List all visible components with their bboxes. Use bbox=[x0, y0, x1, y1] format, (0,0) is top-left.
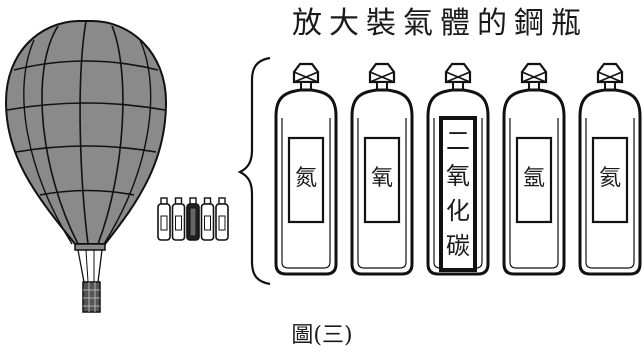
small-cylinder bbox=[171, 197, 186, 241]
gas-cylinder bbox=[502, 62, 566, 276]
gas-cylinder bbox=[274, 62, 338, 276]
cylinder-label-plate bbox=[439, 116, 477, 272]
small-cylinder bbox=[186, 197, 200, 241]
gas-label: 氦 bbox=[598, 166, 621, 191]
gas-label: 氧 bbox=[370, 166, 393, 191]
gas-label: 二氧化碳 bbox=[446, 127, 470, 260]
gas-label: 氬 bbox=[522, 166, 545, 191]
balloon-basket bbox=[82, 281, 101, 313]
curly-brace bbox=[237, 56, 271, 286]
small-cylinder bbox=[157, 197, 171, 241]
cylinder-label-plate bbox=[591, 136, 629, 224]
gas-cylinder bbox=[578, 62, 642, 276]
large-cylinder-group bbox=[274, 62, 642, 276]
balloon-envelope bbox=[4, 20, 168, 245]
cylinder-label-plate bbox=[363, 136, 401, 224]
gas-cylinder bbox=[426, 62, 490, 276]
hot-air-balloon bbox=[4, 20, 168, 313]
gas-label: 氮 bbox=[294, 166, 317, 191]
figure-caption: 圖(三) bbox=[291, 323, 353, 348]
small-cylinder-group bbox=[157, 197, 229, 241]
cylinder-label-plate bbox=[287, 136, 325, 224]
gas-cylinder bbox=[350, 62, 414, 276]
small-cylinder bbox=[200, 197, 215, 241]
diagram-title: 放大裝氣體的鋼瓶 bbox=[292, 6, 588, 41]
cylinder-label-plate bbox=[515, 136, 553, 224]
small-cylinder bbox=[215, 197, 229, 241]
